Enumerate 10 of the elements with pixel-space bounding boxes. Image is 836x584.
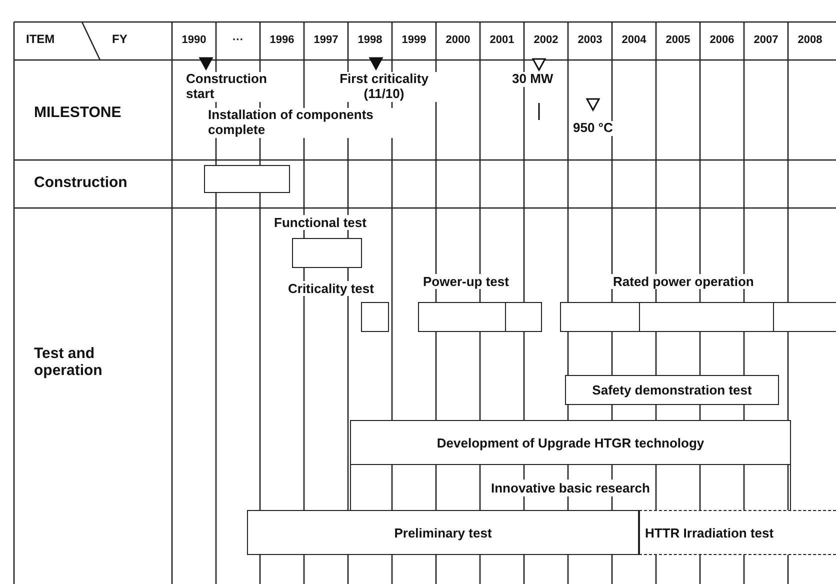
task-label: Rated power operation	[611, 274, 756, 289]
row-header: Test and operation	[34, 345, 104, 380]
column-header: ITEM	[26, 33, 56, 47]
task-label: Criticality test	[286, 281, 376, 296]
task-label: Innovative basic research	[489, 479, 652, 496]
row-header: MILESTONE	[34, 104, 122, 122]
task-label: Power-up test	[421, 274, 511, 289]
row-header: Construction	[34, 174, 128, 192]
column-header: FY	[112, 33, 128, 47]
task-label: Functional test	[272, 215, 368, 230]
